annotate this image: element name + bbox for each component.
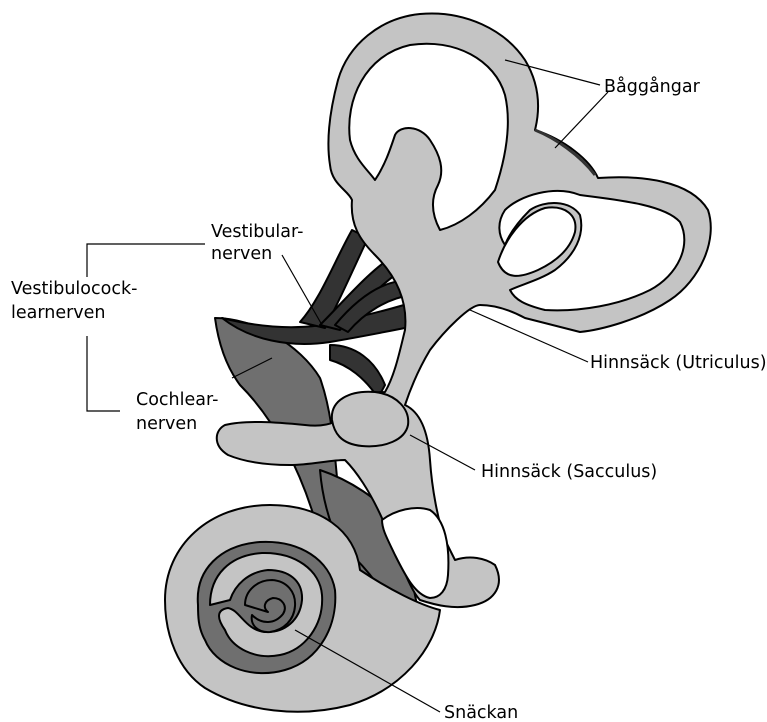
label-cochlear-nerve-line2: nerven	[136, 414, 197, 434]
label-vestibulocochlear-line2: learnerven	[11, 303, 106, 323]
leader-vestibular-nerve	[282, 255, 322, 325]
leader-semicircular-canals-2	[555, 92, 608, 148]
label-saccule: Hinnsäck (Sacculus)	[481, 462, 657, 482]
label-utricle: Hinnsäck (Utriculus)	[590, 353, 767, 373]
label-vestibulocochlear-line1: Vestibulocock-	[11, 279, 137, 299]
label-vestibular-nerve-line2: nerven	[211, 244, 272, 264]
label-cochlear-nerve-line1: Cochlear-	[136, 390, 218, 410]
label-cochlea: Snäckan	[444, 703, 518, 722]
label-semicircular-canals: Båggångar	[604, 76, 701, 97]
saccule-bulge	[332, 392, 408, 447]
label-vestibular-nerve-line1: Vestibular-	[211, 222, 303, 242]
bracket-vestibulocochlear	[87, 244, 205, 411]
